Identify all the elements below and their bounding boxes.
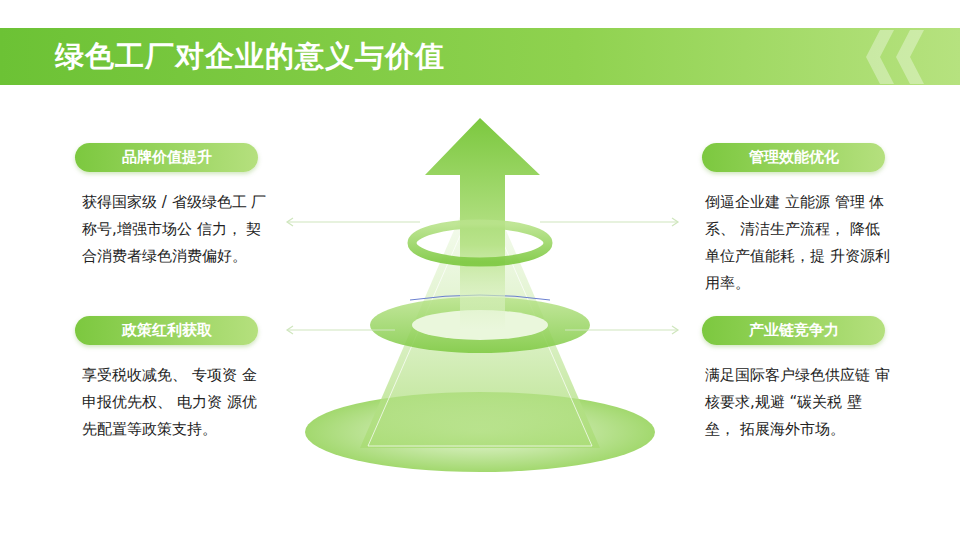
heading-pill: 产业链竞争力	[702, 316, 885, 345]
value-item: 管理效能优化倒逼企业建 立能源 管理 体系、 清洁生产流程， 降低单位产值能耗，…	[702, 143, 890, 297]
value-item: 品牌价值提升获得国家级 / 省级绿色工 厂称号,增强市场公 信力， 契合消费者绿…	[75, 143, 267, 270]
heading-pill: 政策红利获取	[75, 316, 258, 345]
diagram-title: 绿色工厂对企业的意义与价值	[55, 36, 445, 76]
heading-pill: 管理效能优化	[702, 143, 885, 172]
body-text: 满足国际客户绿色供应链 审核要求,规避 “碳关税 壁垒， 拓展海外市场。	[705, 362, 890, 443]
body-text: 获得国家级 / 省级绿色工 厂称号,增强市场公 信力， 契合消费者绿色消费偏好。	[82, 189, 267, 270]
body-text: 倒逼企业建 立能源 管理 体系、 清洁生产流程， 降低单位产值能耗，提 升资源利…	[705, 189, 890, 297]
value-item: 政策红利获取享受税收减免、 专项资 金申报优先权、 电力资 源优先配置等政策支持…	[75, 316, 267, 443]
heading-pill: 品牌价值提升	[75, 143, 258, 172]
body-text: 享受税收减免、 专项资 金申报优先权、 电力资 源优先配置等政策支持。	[82, 362, 267, 443]
value-item: 产业链竞争力满足国际客户绿色供应链 审核要求,规避 “碳关税 壁垒， 拓展海外市…	[702, 316, 890, 443]
